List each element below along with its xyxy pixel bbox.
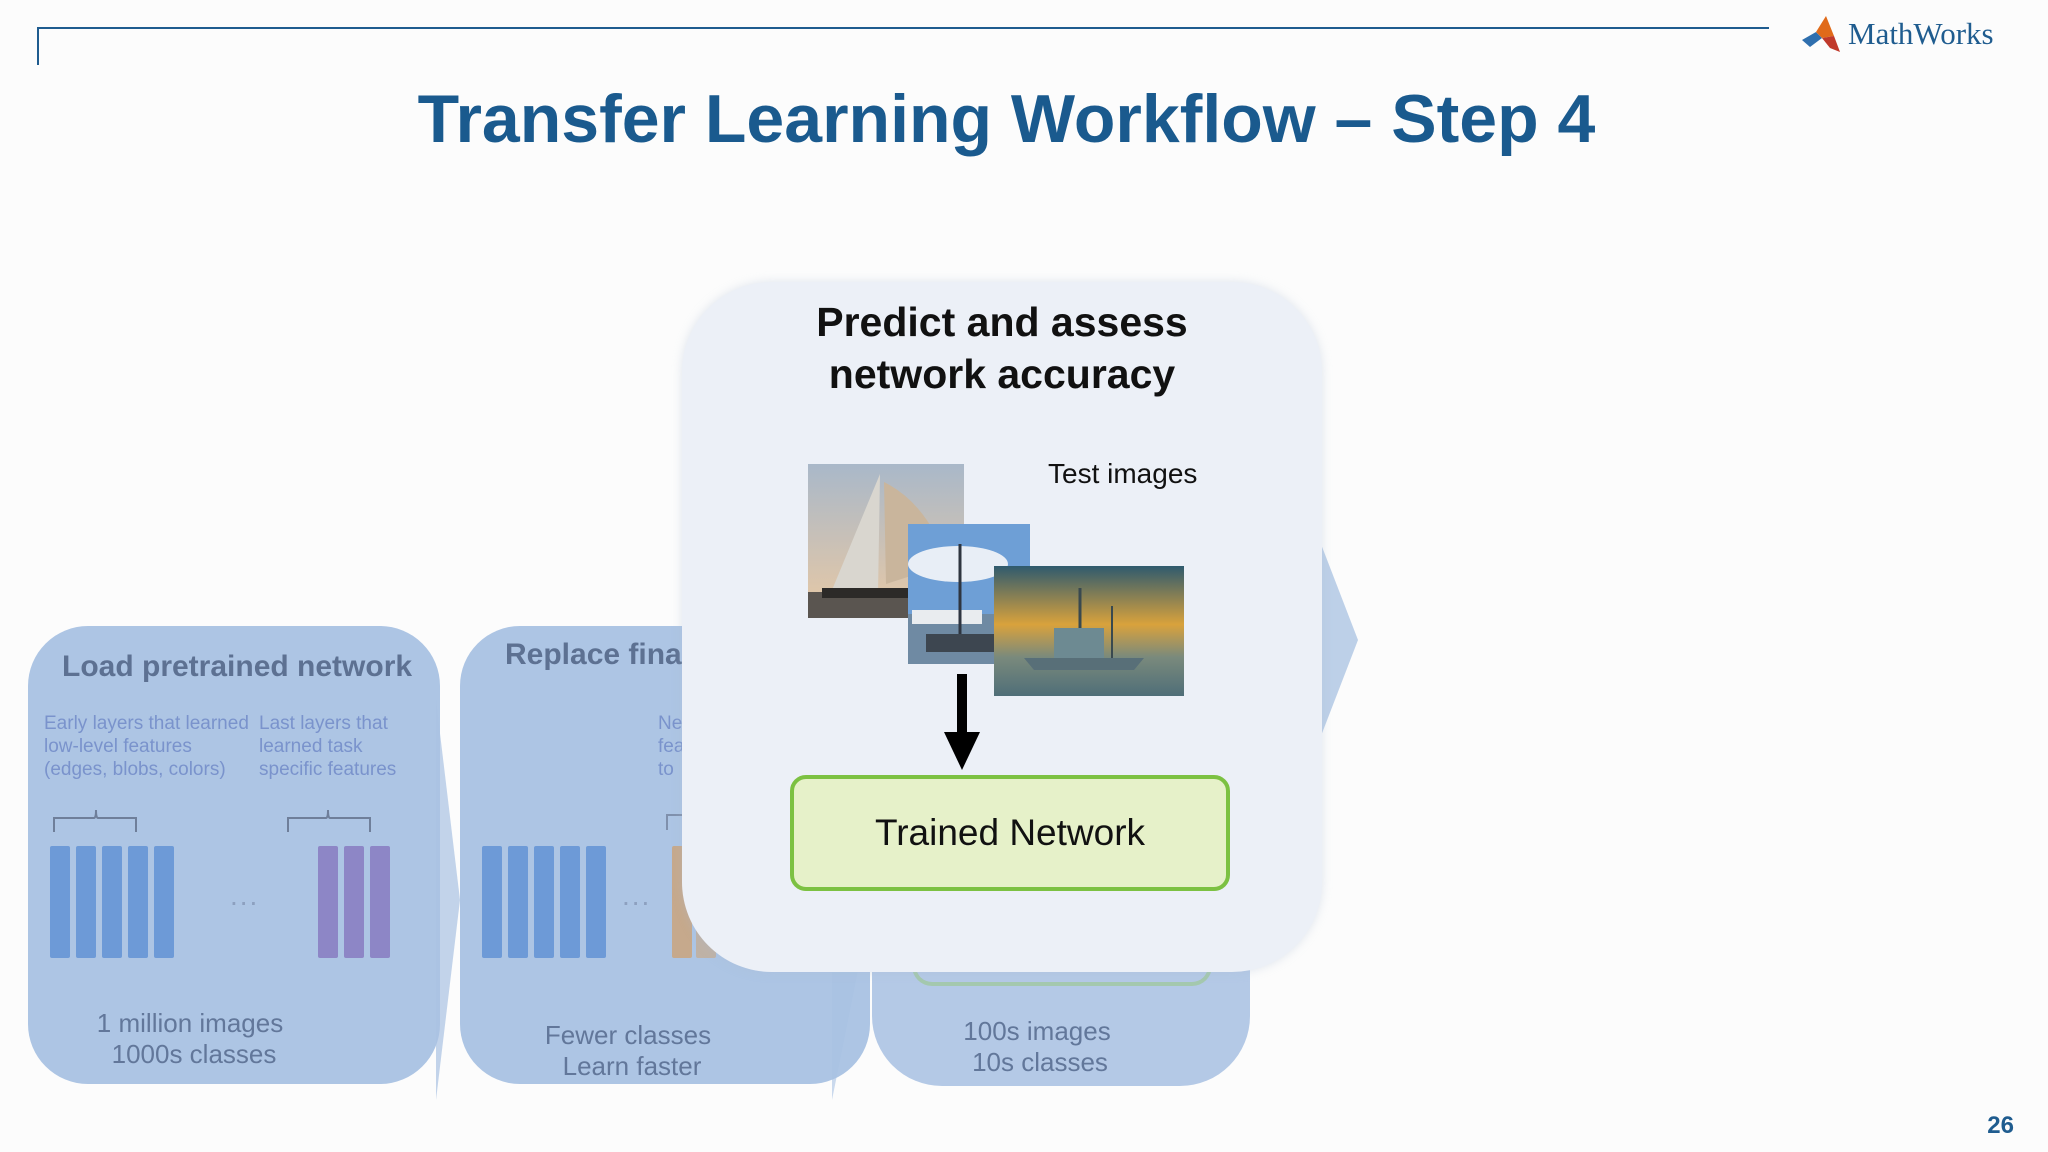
panel1-layer-bar xyxy=(76,846,96,958)
panel1-early-layers-note: Early layers that learned low-level feat… xyxy=(44,713,249,780)
panel1-title: Load pretrained network xyxy=(62,650,413,683)
slide-title: Transfer Learning Workflow – Step 4 xyxy=(417,81,1596,157)
panel2-caption-line2: Learn faster xyxy=(562,1051,702,1081)
panel1-layer-bar xyxy=(50,846,70,958)
panel1-layer-bar xyxy=(128,846,148,958)
test-image-ship-sunset xyxy=(994,566,1184,696)
panel1-ellipsis: ... xyxy=(230,880,260,911)
panel1-layer-bar xyxy=(102,846,122,958)
panel1-arrow-tip xyxy=(436,700,460,1100)
panel3-caption-line1: 100s images xyxy=(963,1016,1111,1046)
panel1-layer-bar xyxy=(154,846,174,958)
panel2-layer-bar xyxy=(508,846,528,958)
panel2-caption-line1: Fewer classes xyxy=(544,1020,712,1050)
panel1-task-layer-bar xyxy=(370,846,390,958)
panel1-task-layer-bar xyxy=(318,846,338,958)
panel2-layer-bar xyxy=(482,846,502,958)
mathworks-logo: MathWorks xyxy=(1800,12,2040,56)
step4-title: Predict and assess network accuracy xyxy=(682,296,1322,400)
panel2-layer-bar xyxy=(560,846,580,958)
panel1-brackets xyxy=(53,809,371,832)
membrane-logo-icon xyxy=(1802,16,1840,52)
panel2-ellipsis: ... xyxy=(622,880,652,911)
panel2-layer-bar xyxy=(534,846,554,958)
down-arrow-icon xyxy=(944,674,980,770)
slide-number: 26 xyxy=(1987,1112,2014,1139)
test-image-sailboat xyxy=(808,464,964,618)
header-rule-left xyxy=(37,27,39,65)
panel3-caption-line2: 10s classes xyxy=(972,1047,1108,1077)
panel1-task-layer-bar xyxy=(344,846,364,958)
panel2-title: Replace fina xyxy=(505,638,682,671)
panel2-partial-text: Ne fea to xyxy=(658,713,685,780)
panel1-caption-line2: 1000s classes xyxy=(111,1039,277,1069)
test-images-label: Test images xyxy=(1048,458,1198,489)
panel2-layer-bar xyxy=(586,846,606,958)
step4-title-line2: network accuracy xyxy=(828,351,1176,397)
logo-text: MathWorks xyxy=(1848,16,1994,51)
panel1-caption-line1: 1 million images xyxy=(96,1008,284,1038)
step4-title-line1: Predict and assess xyxy=(816,299,1188,345)
trained-network-box: Trained Network xyxy=(790,775,1230,891)
header-rule xyxy=(37,27,1769,29)
panel1-last-layers-note: Last layers that learned task specific f… xyxy=(259,713,397,780)
